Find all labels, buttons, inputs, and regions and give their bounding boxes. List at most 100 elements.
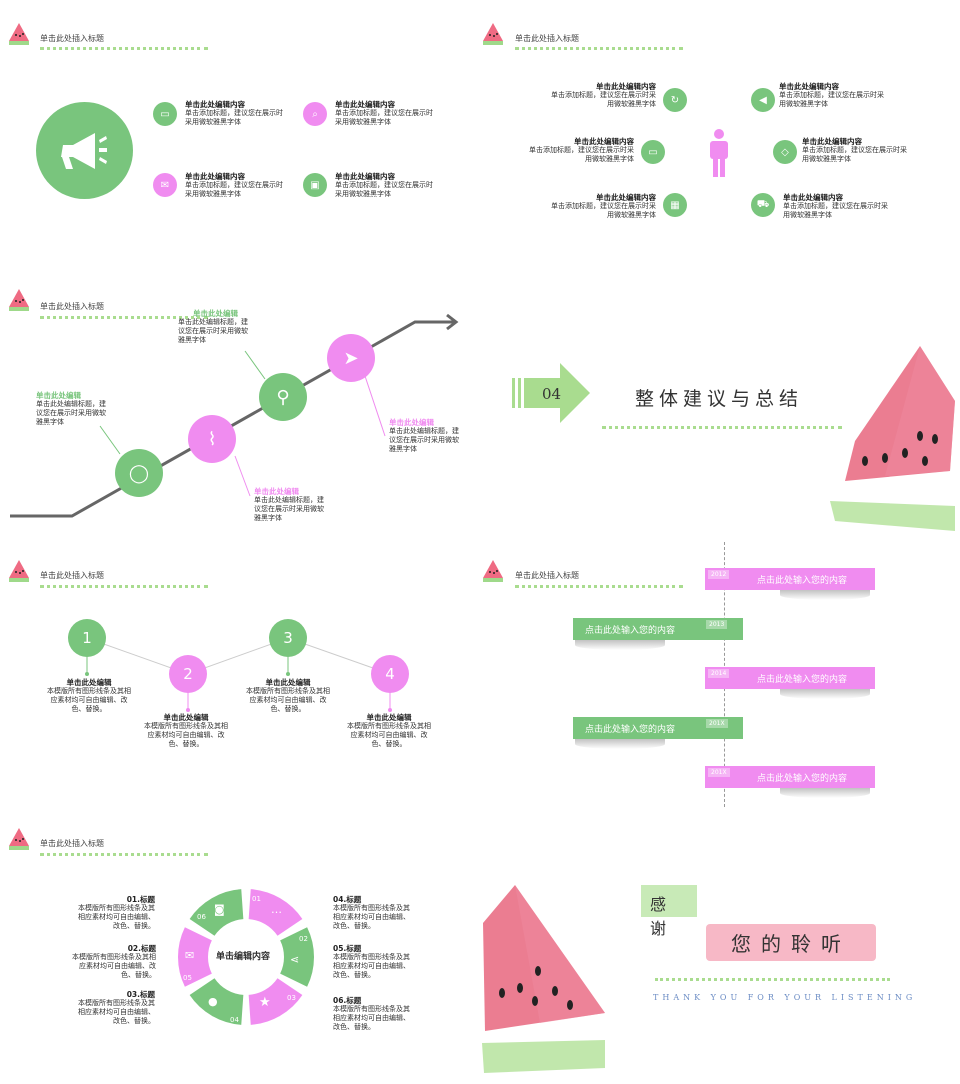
thanks-char-2[interactable]: 谢	[650, 919, 667, 938]
item-title[interactable]: 单击此处编辑内容	[779, 82, 839, 91]
item-title[interactable]: 单击此处编辑内容	[185, 172, 245, 181]
slide-header[interactable]: 单击此处插入标题	[40, 34, 104, 43]
block-title[interactable]: 06.标题	[333, 996, 362, 1005]
s7-right-3: 06.标题 本模版所有图形线条及其相应素材均可自由编辑、改色、替换。	[333, 996, 413, 1032]
node-1[interactable]: 1	[68, 619, 106, 657]
row-year: 2013	[706, 620, 728, 629]
cycle-ring	[178, 889, 314, 1025]
thank-you-english[interactable]: THANK YOU FOR YOUR LISTENING	[653, 993, 917, 1002]
step-desc[interactable]: 单击此处编辑标题，建议您在展示时采用微软雅黑字体	[389, 427, 459, 453]
block-title[interactable]: 05.标题	[333, 944, 362, 953]
connector-lines	[85, 637, 392, 712]
segment-label: 01	[252, 895, 261, 903]
item-desc[interactable]: 单击添加标题，建议您在展示时采用微软雅黑字体	[551, 91, 656, 108]
item-title[interactable]: 单击此处编辑内容	[783, 193, 843, 202]
dotted-divider	[655, 978, 890, 981]
cycle-segment[interactable]	[248, 978, 303, 1025]
cycle-segment[interactable]	[189, 978, 244, 1025]
timeline-row-3[interactable]: 点击此处输入您的内容	[705, 667, 875, 689]
timeline-row-1[interactable]: 点击此处输入您的内容	[705, 568, 875, 590]
node-4[interactable]: 4	[371, 655, 409, 693]
search-icon: ⌕	[303, 102, 327, 126]
item-title[interactable]: 单击此处编辑内容	[596, 193, 656, 202]
item-desc[interactable]: 单击添加标题，建议您在展示时采用微软雅黑字体	[185, 109, 283, 126]
slide-header[interactable]: 单击此处插入标题	[40, 302, 104, 311]
block-title[interactable]: 01.标题	[126, 895, 155, 904]
item-title[interactable]: 单击此处编辑内容	[185, 100, 245, 109]
s2-item-4: 单击此处编辑内容 单击添加标题，建议您在展示时采用微软雅黑字体	[779, 82, 889, 109]
s2-item-6: 单击此处编辑内容 单击添加标题，建议您在展示时采用微软雅黑字体	[783, 193, 893, 220]
item-title[interactable]: 单击此处编辑内容	[802, 137, 862, 146]
item-title[interactable]: 单击此处编辑内容	[596, 82, 656, 91]
thanks-char-1[interactable]: 感	[650, 895, 667, 914]
item-desc[interactable]: 单击添加标题，建议您在展示时采用微软雅黑字体	[185, 181, 283, 198]
item-title[interactable]: 单击此处编辑内容	[335, 172, 395, 181]
star-icon: ★	[259, 995, 271, 1010]
watermelon-icon	[9, 560, 29, 582]
step-title[interactable]: 单击此处编辑	[36, 391, 81, 400]
slide-header[interactable]: 单击此处插入标题	[40, 839, 104, 848]
megaphone-small-icon: ◀	[751, 88, 775, 112]
s2-item-2: 单击此处编辑内容 单击添加标题，建议您在展示时采用微软雅黑字体	[528, 137, 634, 164]
block-title[interactable]: 03.标题	[126, 990, 155, 999]
node-title[interactable]: 单击此处编辑	[265, 678, 311, 687]
node-title[interactable]: 单击此处编辑	[163, 713, 209, 722]
row-year: 2012	[708, 570, 730, 579]
cycle-segment[interactable]	[178, 927, 212, 987]
step-title[interactable]: 单击此处编辑	[254, 487, 299, 496]
block-desc[interactable]: 本模版所有图形线条及其相应素材均可自由编辑、改色、替换。	[333, 904, 410, 930]
node-2[interactable]: 2	[169, 655, 207, 693]
node-title[interactable]: 单击此处编辑	[366, 713, 412, 722]
node-title[interactable]: 单击此处编辑	[66, 678, 112, 687]
item-desc[interactable]: 单击添加标题，建议您在展示时采用微软雅黑字体	[335, 181, 433, 198]
step-title[interactable]: 单击此处编辑	[389, 418, 434, 427]
item-desc[interactable]: 单击添加标题，建议您在展示时采用微软雅黑字体	[529, 146, 634, 163]
block-desc[interactable]: 本模版所有图形线条及其相应素材均可自由编辑、改色、替换。	[333, 1005, 410, 1031]
node-desc[interactable]: 本模版所有图形线条及其相应素材均可自由编辑、改色、替换。	[47, 687, 131, 713]
node-3[interactable]: 3	[269, 619, 307, 657]
step-desc[interactable]: 单击此处编辑标题，建议您在展示时采用微软雅黑字体	[36, 400, 106, 426]
item-desc[interactable]: 单击添加标题，建议您在展示时采用微软雅黑字体	[551, 202, 656, 219]
bag-icon: ▣	[303, 173, 327, 197]
slide-header[interactable]: 单击此处插入标题	[40, 571, 104, 580]
item-desc[interactable]: 单击添加标题，建议您在展示时采用微软雅黑字体	[779, 91, 884, 108]
timeline-row-2[interactable]: 点击此处输入您的内容	[573, 618, 743, 640]
block-desc[interactable]: 本模版所有图形线条及其相应素材均可自由编辑、改色、替换。	[72, 953, 156, 979]
cycle-segment[interactable]	[248, 889, 303, 936]
cycle-segment[interactable]	[280, 927, 314, 987]
item-title[interactable]: 单击此处编辑内容	[574, 137, 634, 146]
item-desc[interactable]: 单击添加标题，建议您在展示时采用微软雅黑字体	[783, 202, 888, 219]
row-year: 201X	[706, 719, 728, 728]
block-desc[interactable]: 本模版所有图形线条及其相应素材均可自由编辑、改色、替换。	[78, 904, 155, 930]
row-shadow	[780, 788, 870, 798]
node-desc[interactable]: 本模版所有图形线条及其相应素材均可自由编辑、改色、替换。	[246, 687, 330, 713]
row-text: 点击此处输入您的内容	[757, 575, 848, 586]
step-desc[interactable]: 单击此处编辑标题，建议您在展示时采用微软雅黑字体	[254, 496, 324, 522]
item-desc[interactable]: 单击添加标题，建议您在展示时采用微软雅黑字体	[802, 146, 907, 163]
step-title[interactable]: 单击此处编辑	[193, 309, 238, 318]
chat-icon: …	[271, 903, 282, 916]
timeline-row-5[interactable]: 点击此处输入您的内容	[705, 766, 875, 788]
slide-header[interactable]: 单击此处插入标题	[515, 34, 579, 43]
step-desc[interactable]: 单击此处编辑标题，建议您在展示时采用微软雅黑字体	[178, 318, 248, 344]
s7-left-2: 02.标题 本模版所有图形线条及其相应素材均可自由编辑、改色、替换。	[72, 944, 156, 980]
dotted-divider	[40, 853, 208, 856]
section-number[interactable]: 04	[542, 385, 562, 403]
block-title[interactable]: 02.标题	[127, 944, 156, 953]
cycle-segment[interactable]	[189, 889, 244, 936]
section-title[interactable]: 整体建议与总结	[635, 388, 804, 410]
segment-label: 02	[299, 935, 308, 943]
block-desc[interactable]: 本模版所有图形线条及其相应素材均可自由编辑、改色、替换。	[78, 999, 155, 1025]
block-desc[interactable]: 本模版所有图形线条及其相应素材均可自由编辑、改色、替换。	[333, 953, 410, 979]
item-desc[interactable]: 单击添加标题，建议您在展示时采用微软雅黑字体	[335, 109, 433, 126]
block-title[interactable]: 04.标题	[333, 895, 362, 904]
timeline-row-4[interactable]: 点击此处输入您的内容	[573, 717, 743, 739]
node-desc[interactable]: 本模版所有图形线条及其相应素材均可自由编辑、改色、替换。	[144, 722, 228, 748]
s2-item-5: 单击此处编辑内容 单击添加标题，建议您在展示时采用微软雅黑字体	[802, 137, 912, 164]
listening-box[interactable]: 您的聆听	[706, 924, 876, 961]
node-desc[interactable]: 本模版所有图形线条及其相应素材均可自由编辑、改色、替换。	[347, 722, 431, 748]
cycle-center-label[interactable]: 单击编辑内容	[216, 952, 271, 962]
item-title[interactable]: 单击此处编辑内容	[335, 100, 395, 109]
slide-header[interactable]: 单击此处插入标题	[515, 571, 579, 580]
person-icon	[710, 129, 728, 177]
